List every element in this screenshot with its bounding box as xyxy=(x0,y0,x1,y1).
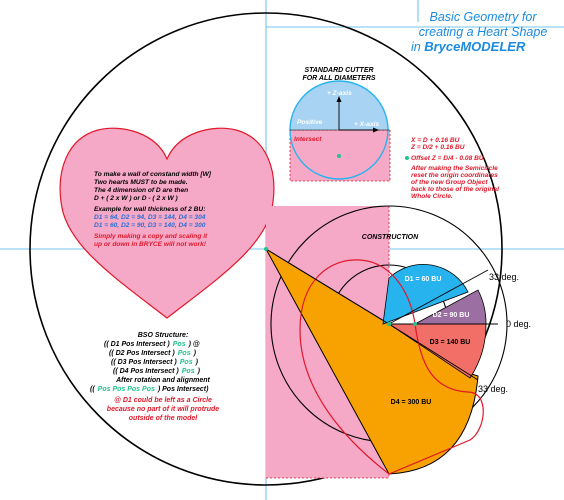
bso-note-1: @ D1 could be left as a Circle xyxy=(114,397,212,404)
note-line-5: Whole Circle. xyxy=(411,193,453,200)
title-line-1: Basic Geometry for xyxy=(430,10,538,24)
cutter-center-dot xyxy=(337,154,341,158)
bso-note-2: because no part of it will protrude xyxy=(107,406,220,413)
bso-row-2: (( D2 Pos Intersect )Pos) xyxy=(109,350,197,357)
heart-text-4: D + ( 2 x W ) or D - ( 2 x W ) xyxy=(94,195,178,202)
degree-label-upper: 33 deg. xyxy=(489,272,519,282)
origin-dot xyxy=(264,247,268,251)
d2-label: D2 = 90 BU xyxy=(433,312,470,319)
heart-text-8: Simply making a copy and scaling it xyxy=(94,233,208,240)
note-line-1: After making the Semicircle xyxy=(410,165,498,172)
center-dot xyxy=(386,321,392,327)
heart-text-block: To make a wall of constand width [W] Two… xyxy=(94,171,212,248)
d1-label: D1 = 60 BU xyxy=(405,276,442,283)
cutter-heading-2: FOR ALL DIAMETERS xyxy=(302,75,375,82)
title-line-2: creating a Heart Shape xyxy=(419,25,548,39)
heart-text-5: Example for wall thickness of 2 BU: xyxy=(94,206,205,213)
formula-z: Z = D/2 + 0.16 BU xyxy=(410,144,465,151)
line-33-deg-upper xyxy=(388,269,489,325)
bso-structure: BSO Structure: (( D1 Pos Intersect )Pos)… xyxy=(90,332,219,422)
standard-cutter: STANDARD CUTTER FOR ALL DIAMETERS + Z-ax… xyxy=(289,67,391,182)
red-heart-outline xyxy=(299,259,484,475)
note-line-4: back to those of the original xyxy=(411,186,499,193)
note-line-3: of the new Group Object xyxy=(411,179,488,186)
x-axis-arrowhead xyxy=(373,127,379,133)
bso-note-3: outside of the model xyxy=(129,415,199,422)
bso-row-1: (( D1 Pos Intersect )Pos) @ xyxy=(104,341,200,348)
outer-circle xyxy=(29,12,503,486)
x-axis-label: + X-axis xyxy=(354,121,379,128)
note-line-2: reset the origin coordinates xyxy=(411,172,498,179)
bso-title: BSO Structure: xyxy=(138,332,189,339)
bso-row-4: (( D4 Pos Intersect )Pos) xyxy=(113,368,201,375)
d1-cyan-sector xyxy=(382,264,469,325)
degree-label-zero: 0 deg. xyxy=(506,319,531,329)
bso-after-2: ((Pos Pos Pos Pos) Pos Intersect) xyxy=(90,386,209,393)
d3-label: D3 = 140 BU xyxy=(430,339,471,346)
bso-after-1: After rotation and alignment xyxy=(115,377,210,384)
z-axis-arrowhead xyxy=(336,96,342,102)
d4-label: D4 = 300 BU xyxy=(391,399,432,406)
positive-label: Positive xyxy=(297,119,323,126)
main-diagonal xyxy=(265,248,390,325)
heart-text-7: D1 = 60, D2 = 90, D3 = 140, D4 = 300 xyxy=(94,222,206,229)
construction-label: CONSTRUCTION xyxy=(362,234,419,241)
d4-orange-sector xyxy=(264,247,479,475)
offset-dot xyxy=(405,156,409,160)
pink-heart-shape xyxy=(59,127,275,319)
heart-text-9: up or down in BRYCE will not work! xyxy=(94,241,207,248)
bso-row-3: (( D3 Pos Intersect )Pos) xyxy=(111,359,199,366)
heart-text-1: To make a wall of constand width [W] xyxy=(94,171,212,178)
line-33-deg-lower xyxy=(388,323,479,381)
cutter-heading-1: STANDARD CUTTER xyxy=(304,67,373,74)
d2-dot xyxy=(413,322,417,326)
z-axis-label: + Z-axis xyxy=(327,90,352,97)
heart-text-3: The 4 dimension of D are then xyxy=(94,187,188,194)
intersect-label: Intersect xyxy=(294,136,322,143)
title-block: Basic Geometry for creating a Heart Shap… xyxy=(411,10,547,54)
heart-text-2: Two hearts MUST to be made. xyxy=(94,179,188,186)
formula-offset: Offset Z = D/4 - 0.08 BU xyxy=(411,155,484,162)
heart-text-6: D1 = 64, D2 = 94, D3 = 144, D4 = 304 xyxy=(94,214,206,221)
title-line-3: in BryceMODELER xyxy=(411,39,526,54)
degree-label-lower: 33 deg. xyxy=(478,384,508,394)
formula-x: X = D + 0.16 BU xyxy=(410,137,460,144)
formula-notes: X = D + 0.16 BU Z = D/2 + 0.16 BU Offset… xyxy=(405,137,499,200)
